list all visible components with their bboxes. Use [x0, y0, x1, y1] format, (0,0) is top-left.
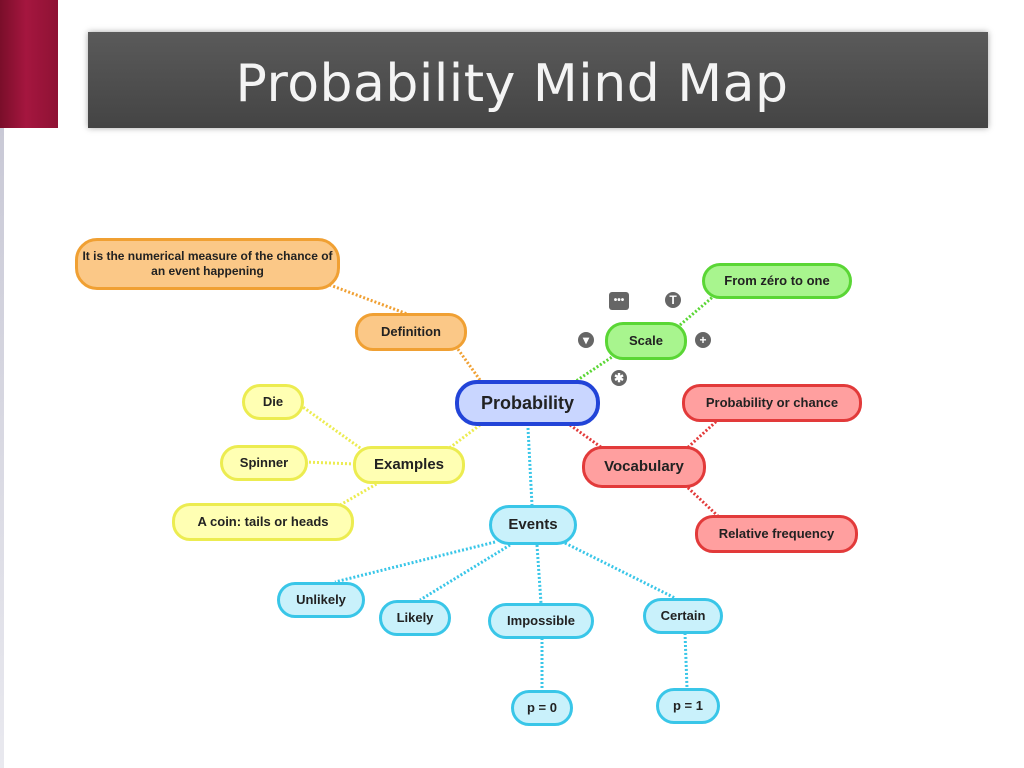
node-ex-coin[interactable]: A coin: tails or heads — [172, 503, 354, 541]
text-icon[interactable]: T — [665, 292, 681, 308]
node-events[interactable]: Events — [489, 505, 577, 545]
line-ev-certain — [564, 541, 676, 600]
star-icon[interactable]: ✱ — [611, 370, 627, 386]
add-icon[interactable]: + — [695, 332, 711, 348]
node-ex-die[interactable]: Die — [242, 384, 304, 420]
line-definition-text — [329, 283, 411, 317]
collapse-icon[interactable]: ▾ — [578, 332, 594, 348]
node-examples[interactable]: Examples — [353, 446, 465, 484]
line-ev-unlikely — [334, 540, 496, 584]
line-definition — [453, 344, 482, 381]
node-vocab-1[interactable]: Probability or chance — [682, 384, 862, 422]
line-p1 — [683, 632, 689, 689]
line-ev-likely — [419, 543, 511, 602]
node-vocab-2[interactable]: Relative frequency — [695, 515, 858, 553]
node-ev-likely[interactable]: Likely — [379, 600, 451, 636]
more-icon[interactable]: ••• — [609, 292, 629, 310]
line-vocab-2 — [683, 483, 722, 520]
line-vocab-1 — [683, 416, 722, 452]
node-definition-text[interactable]: It is the numerical measure of the chanc… — [75, 238, 340, 290]
line-ex-spinner — [304, 460, 356, 466]
node-ev-impossible[interactable]: Impossible — [488, 603, 594, 639]
line-ex-die — [299, 403, 371, 457]
node-ev-certain[interactable]: Certain — [643, 598, 723, 634]
slide-title: Probability Mind Map — [235, 54, 789, 114]
line-vocabulary — [569, 423, 606, 452]
node-scale[interactable]: Scale — [605, 322, 687, 360]
title-bar — [88, 32, 988, 128]
node-p0[interactable]: p = 0 — [511, 690, 573, 726]
node-probability[interactable]: Probability — [455, 380, 600, 426]
node-ex-spinner[interactable]: Spinner — [220, 445, 308, 481]
accent-bar — [0, 0, 58, 128]
line-ev-impossible — [535, 544, 543, 604]
node-vocabulary[interactable]: Vocabulary — [582, 446, 706, 488]
left-edge — [0, 128, 4, 768]
node-definition[interactable]: Definition — [355, 313, 467, 351]
line-scale-text — [679, 293, 716, 327]
line-events — [526, 427, 534, 506]
line-ex-coin — [339, 480, 381, 507]
node-scale-text[interactable]: From zéro to one — [702, 263, 852, 299]
node-ev-unlikely[interactable]: Unlikely — [277, 582, 365, 618]
node-p1[interactable]: p = 1 — [656, 688, 720, 724]
